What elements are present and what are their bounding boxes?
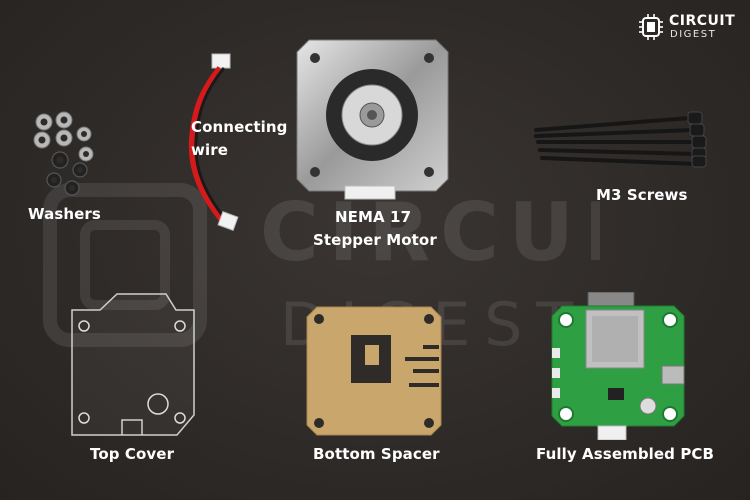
- label-wire-line2: wire: [191, 141, 228, 159]
- label-motor-line2: Stepper Motor: [313, 231, 437, 249]
- m3-screws-image: [534, 111, 707, 168]
- chip-icon: [639, 14, 663, 40]
- label-pcb: Fully Assembled PCB: [536, 445, 715, 463]
- stepper-motor-image: [296, 39, 449, 200]
- top-cover-image: [71, 293, 195, 436]
- washers-image: [33, 111, 94, 196]
- brand-line1: CIRCUIT: [669, 13, 736, 29]
- connecting-wire-image: [188, 53, 239, 231]
- label-bottom-spacer: Bottom Spacer: [313, 445, 440, 463]
- brand-logo: CIRCUIT DIGEST: [637, 12, 745, 46]
- label-motor-line1: NEMA 17: [335, 208, 412, 226]
- label-wire-line1: Connecting: [191, 118, 288, 136]
- svg-text:CIRCUIT: CIRCUIT: [260, 186, 600, 279]
- label-screws: M3 Screws: [596, 186, 688, 204]
- bottom-spacer-image: [306, 306, 442, 436]
- pcb-image: [551, 292, 685, 440]
- label-washers: Washers: [28, 205, 101, 223]
- brand-line2: DIGEST: [670, 29, 717, 40]
- label-top-cover: Top Cover: [90, 445, 175, 463]
